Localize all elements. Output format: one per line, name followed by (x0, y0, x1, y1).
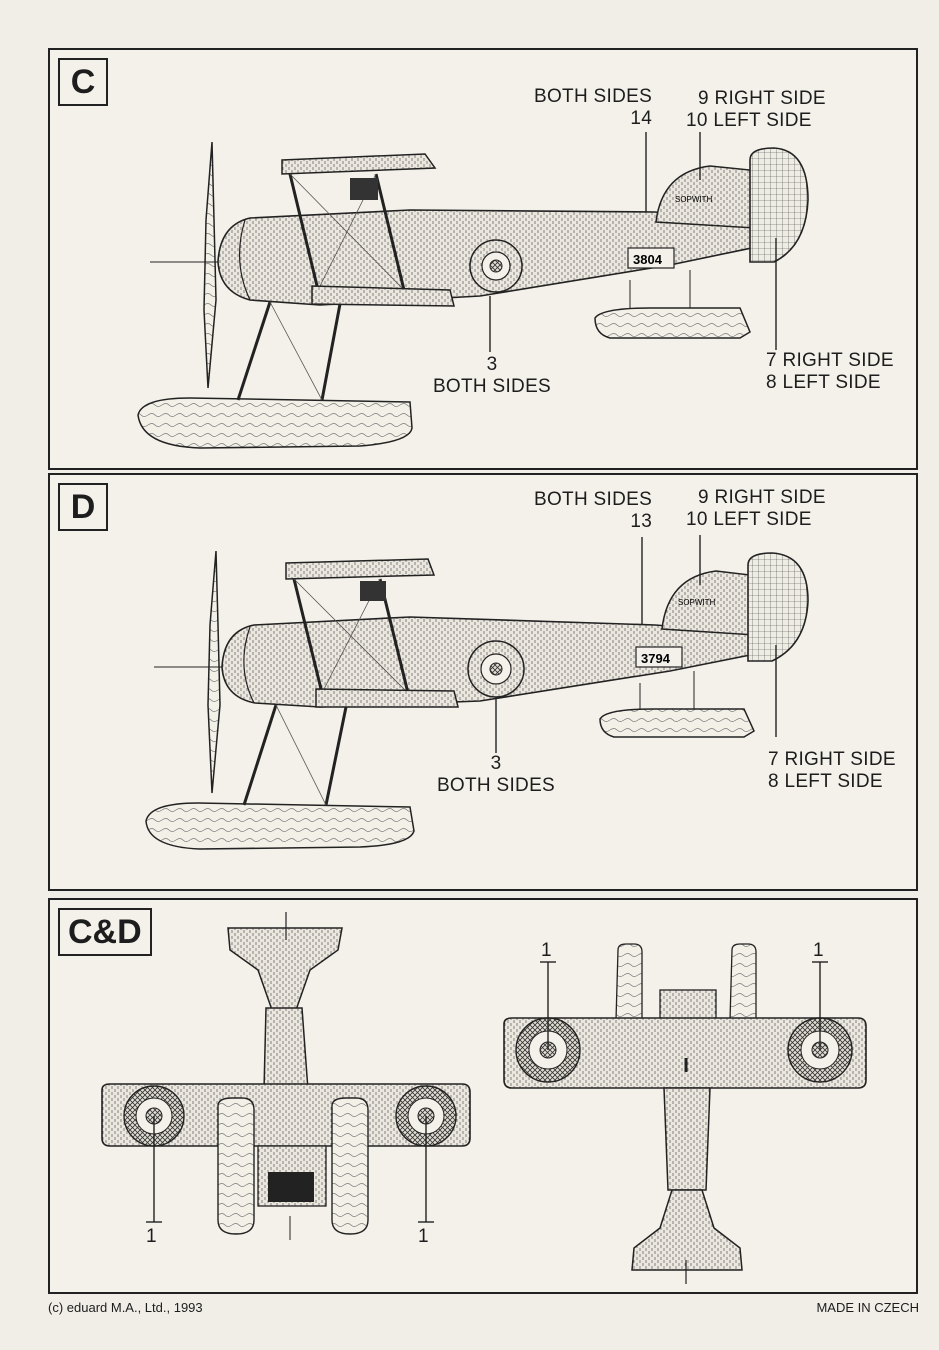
tail-inscription: SOPWITH (675, 195, 713, 204)
callout-c-tail-sides: 9 RIGHT SIDE 10 LEFT SIDE (686, 88, 826, 131)
callout-d-both-sides-13: BOTH SIDES 13 (534, 489, 653, 532)
panel-c-floatplane-side-view: 3804 SOPWITH (137, 132, 809, 449)
rear-fuselage (663, 1087, 711, 1191)
lower-wing (311, 285, 455, 307)
panel-c-label: C (58, 58, 108, 106)
callout-top-right: 1 (813, 940, 824, 961)
panel-cd-label: C&D (58, 908, 152, 956)
tailplane (227, 927, 343, 1011)
lower-wing (315, 688, 459, 708)
upper-wing (281, 153, 437, 175)
tail-fin (655, 165, 756, 229)
callout-d-roundel: 3 BOTH SIDES (436, 753, 556, 796)
propeller-icon (203, 141, 217, 389)
callout-top-left: 1 (541, 940, 552, 961)
propeller-icon (207, 550, 221, 794)
float-left (615, 943, 643, 1021)
upper-wing (285, 558, 436, 580)
callout-underside-right: 1 (418, 1226, 429, 1247)
main-float (145, 802, 415, 850)
callout-d-tail-sides: 9 RIGHT SIDE 10 LEFT SIDE (686, 487, 826, 530)
origin-notice: MADE IN CZECH (816, 1300, 919, 1315)
rear-fuselage (263, 1007, 309, 1091)
top-view (503, 943, 867, 1284)
tailplane (631, 1189, 743, 1271)
main-float (137, 397, 413, 449)
serial-number: 3804 (633, 252, 663, 267)
callout-d-rudder-sides: 7 RIGHT SIDE 8 LEFT SIDE (768, 749, 896, 792)
cockpit (360, 581, 386, 601)
serial-number: 3794 (641, 651, 671, 666)
float-left (217, 1097, 255, 1235)
lower-wing (101, 1083, 471, 1147)
copyright-notice: (c) eduard M.A., Ltd., 1993 (48, 1300, 203, 1315)
underside-panel (268, 1172, 314, 1202)
callout-underside-left: 1 (146, 1226, 157, 1247)
panel-d-label: D (58, 483, 108, 531)
panel-d-floatplane-side-view: 3794 SOPWITH (145, 535, 809, 850)
rudder (749, 147, 809, 263)
callout-c-roundel: 3 BOTH SIDES (432, 354, 552, 397)
upper-wing (503, 1017, 867, 1089)
rudder (747, 552, 809, 662)
tail-fin (661, 570, 756, 636)
panel-cd-plan-views (101, 912, 867, 1284)
callout-c-both-sides-14: BOTH SIDES 14 (534, 86, 653, 129)
tail-float (599, 708, 755, 738)
callout-c-rudder-sides: 7 RIGHT SIDE 8 LEFT SIDE (766, 350, 894, 393)
float-right (331, 1097, 369, 1235)
panel-cd: C&D (48, 898, 918, 1294)
cockpit (350, 178, 378, 200)
float-right (729, 943, 757, 1021)
panel-d: D 3794 SOPWITH BOTH SIDES 13 (48, 473, 918, 891)
tail-float (594, 307, 751, 339)
underside-view (101, 912, 471, 1240)
panel-c: C 3804 SOPWITH (48, 48, 918, 470)
tail-inscription: SOPWITH (678, 598, 716, 607)
